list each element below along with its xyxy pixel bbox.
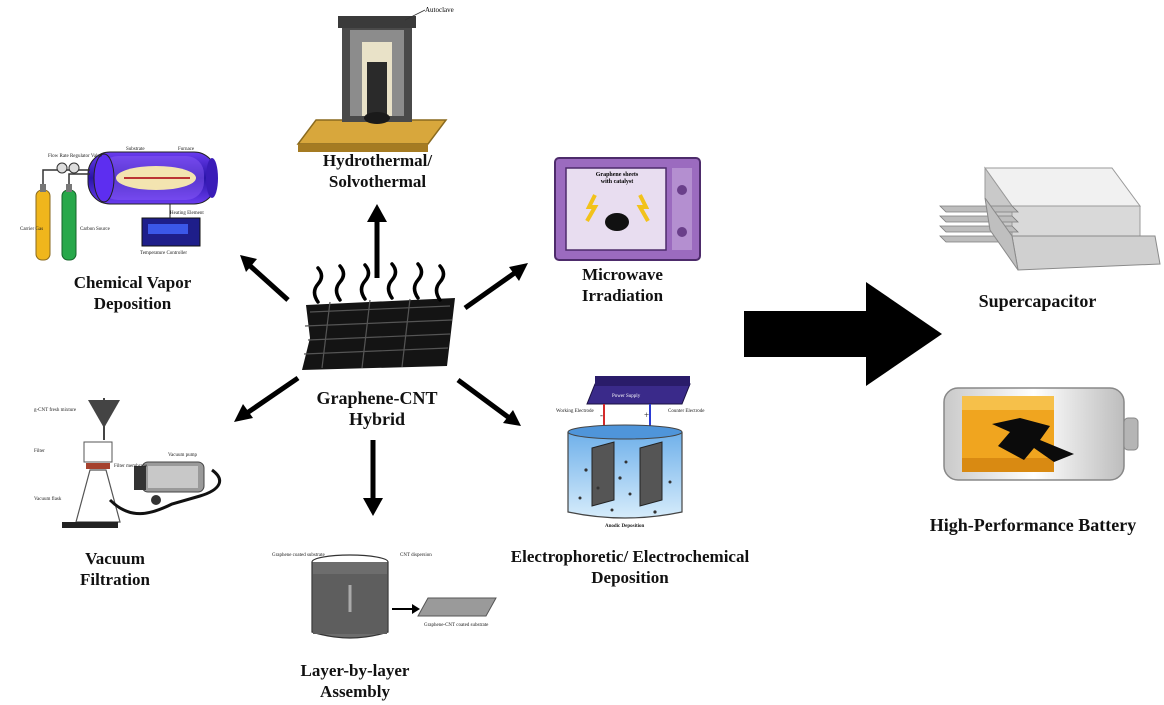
cvd-illustration: Substrate Furnace Flow Rate Regulator Va… — [20, 147, 218, 261]
cvd-label-line1: Chemical Vapor — [73, 273, 192, 292]
vacuum-part-pump: Vacuum pump — [168, 453, 198, 458]
cvd-part-heating: Heating Element — [170, 211, 204, 216]
lbl-part-cnt: CNT dispersion — [400, 553, 432, 558]
lbl-part-graphene: Graphene coated substrate — [272, 553, 326, 558]
microwave-label-line2: Irradiation — [581, 286, 664, 305]
layer-by-layer-label: Layer-by-layer Assembly — [290, 660, 420, 702]
vacuum-part-membrane: Filter membrane — [114, 464, 148, 469]
microwave-inner-line2: with catalyst — [600, 179, 634, 185]
layer-by-layer-label-line2: Assembly — [320, 682, 390, 701]
electro-minus: - — [600, 410, 603, 420]
working-electrode-label: Working Electrode — [556, 409, 595, 414]
battery-illustration — [943, 387, 1139, 481]
center-hybrid-label: Graphene-CNT Hybrid — [304, 388, 450, 430]
hydrothermal-label-line1: Hydrothermal/ — [322, 151, 433, 170]
vacuum-filtration-illustration: g-CNT fresh mixture Filter Filter membra… — [34, 398, 222, 528]
arrows — [234, 204, 942, 516]
vacuum-part-flask: Vacuum flask — [34, 497, 62, 502]
cvd-part-furnace: Furnace — [178, 147, 195, 152]
lbl-part-labels: Graphene coated substrate CNT dispersion… — [272, 553, 489, 628]
cvd-part-carrier: Carrier Gas — [20, 227, 43, 232]
microwave-inner-line1: Graphene sheets — [595, 172, 639, 178]
cvd-label-line2: Deposition — [93, 294, 172, 313]
supercapacitor-illustration — [939, 166, 1161, 271]
autoclave-illustration — [296, 9, 448, 152]
supercapacitor-label: Supercapacitor — [978, 291, 1097, 311]
battery-label: High-Performance Battery — [929, 515, 1137, 535]
arrow-to-microwave — [463, 263, 528, 311]
cvd-part-carbon: Carbon Source — [80, 227, 111, 232]
electrodeposition-illustration: Power Supply Working Electrode Counter E… — [556, 376, 705, 529]
power-supply-label: Power Supply — [612, 394, 641, 399]
vacuum-label-line1: Vacuum — [85, 549, 145, 568]
electro-label-line2: Deposition — [591, 568, 669, 587]
center-label-line1: Graphene-CNT — [316, 388, 438, 408]
counter-electrode-label: Counter Electrode — [668, 409, 705, 414]
electro-label-line1: Electrophoretic/ Electrochemical — [510, 547, 750, 566]
graphene-cnt-hybrid — [302, 262, 455, 370]
layer-by-layer-illustration: Graphene coated substrate CNT dispersion… — [272, 553, 497, 639]
big-arrow-to-applications — [744, 282, 942, 386]
vacuum-label: Vacuum Filtration — [60, 548, 170, 590]
autoclave-part-label: Autoclave — [425, 6, 454, 14]
vacuum-part-mixture: g-CNT fresh mixture — [34, 408, 77, 413]
hydrothermal-label: Hydrothermal/ Solvothermal — [320, 150, 435, 192]
lbl-part-coated: Graphene-CNT coated substrate — [424, 623, 489, 628]
electro-plus: + — [644, 410, 649, 420]
vacuum-part-labels: g-CNT fresh mixture Filter Filter membra… — [34, 408, 198, 502]
anodic-deposition-label: Anodic Deposition — [605, 524, 645, 529]
cvd-label: Chemical Vapor Deposition — [55, 272, 210, 314]
microwave-label-line1: Microwave — [582, 265, 663, 284]
cvd-part-controller: Temperature Controller — [140, 251, 187, 256]
vacuum-part-filter: Filter — [34, 449, 45, 454]
arrow-to-layer-by-layer — [363, 440, 383, 516]
layer-by-layer-label-line1: Layer-by-layer — [300, 661, 410, 680]
electro-label: Electrophoretic/ Electrochemical Deposit… — [495, 546, 765, 588]
cvd-part-substrate: Substrate — [126, 147, 145, 152]
cvd-part-valve: Flow Rate Regulator Valve — [48, 154, 103, 159]
cvd-part-labels: Substrate Furnace Flow Rate Regulator Va… — [20, 147, 204, 256]
arrow-to-electro — [456, 377, 521, 426]
center-label-line2: Hybrid — [348, 409, 405, 429]
vacuum-label-line2: Filtration — [80, 570, 150, 589]
arrow-to-hydrothermal — [367, 204, 387, 278]
microwave-label: Microwave Irradiation — [560, 264, 685, 306]
microwave-inner-label: Graphene sheets with catalyst — [576, 172, 658, 186]
arrow-to-cvd — [240, 255, 290, 302]
microwave-illustration — [554, 157, 701, 261]
hydrothermal-label-line2: Solvothermal — [328, 172, 427, 191]
arrow-to-vacuum — [234, 375, 300, 422]
